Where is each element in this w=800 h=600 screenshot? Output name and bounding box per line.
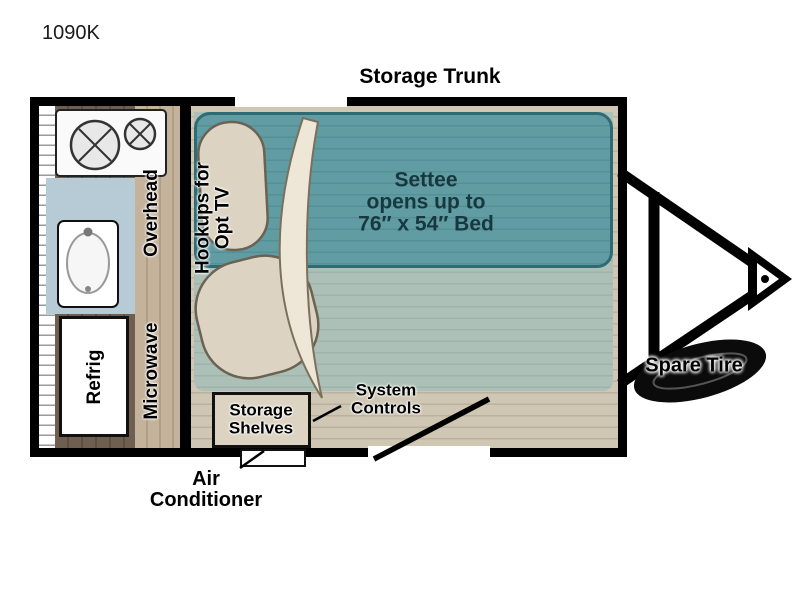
label-system-controls-line1: System xyxy=(355,380,417,400)
label-settee-line1: Settee xyxy=(394,168,458,192)
label-system-controls: System Controls xyxy=(351,381,421,416)
label-settee-line2: opens up to xyxy=(366,190,486,214)
label-tv-hookups: Hookups for Opt TV xyxy=(192,162,233,274)
label-air-conditioner: Air Conditioner xyxy=(150,469,262,511)
stove-panel xyxy=(55,109,167,177)
trailer-body-outline xyxy=(30,97,627,457)
sink xyxy=(57,220,119,308)
entry-door-opening xyxy=(368,446,490,458)
interior-wall xyxy=(180,106,191,448)
label-tv-hookups-line1: Hookups for xyxy=(192,162,214,274)
label-system-controls-line2: Controls xyxy=(351,398,421,417)
label-refrig: Refrig xyxy=(84,349,106,405)
label-storage-shelves: Storage Shelves xyxy=(229,401,293,436)
refrigerator-box xyxy=(59,316,129,437)
label-tv-hookups-line2: Opt TV xyxy=(212,186,233,250)
label-air-conditioner-line1: Air xyxy=(192,468,220,491)
air-conditioner-unit xyxy=(240,449,306,467)
label-overhead: Overhead xyxy=(141,169,163,257)
hitch-coupler xyxy=(748,247,792,311)
label-microwave: Microwave xyxy=(141,322,163,420)
label-storage-shelves-line2: Shelves xyxy=(228,418,294,437)
label-settee-bed: Settee opens up to 76″ x 54″ Bed xyxy=(358,169,494,234)
storage-shelves-box xyxy=(212,392,311,448)
label-air-conditioner-line2: Conditioner xyxy=(149,489,263,511)
label-storage-shelves-line1: Storage xyxy=(229,400,293,420)
label-settee-line3: 76″ x 54″ Bed xyxy=(358,211,494,235)
storage-trunk-opening xyxy=(235,96,347,107)
model-number: 1090K xyxy=(42,22,100,44)
label-spare-tire: Spare Tire xyxy=(645,354,743,377)
label-storage-trunk: Storage Trunk xyxy=(359,65,501,89)
trailer-tongue-frame xyxy=(617,167,760,389)
